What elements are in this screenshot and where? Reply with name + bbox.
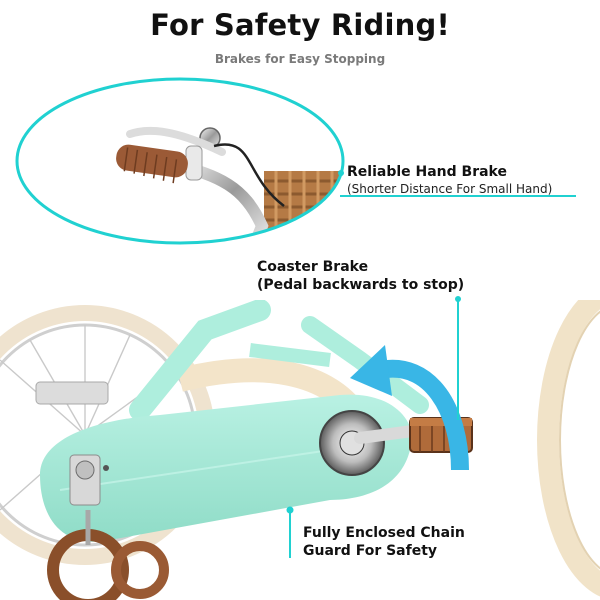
grip xyxy=(116,144,188,184)
wicker-basket xyxy=(264,171,343,243)
coaster-brake-line1: Coaster Brake xyxy=(257,259,369,275)
training-wheels xyxy=(47,510,169,600)
frame xyxy=(129,300,429,421)
hand-brake-leader xyxy=(340,195,576,197)
coaster-brake-marker xyxy=(455,296,461,302)
hand-brake-closeup xyxy=(15,77,345,245)
page-subtitle: Brakes for Easy Stopping xyxy=(214,52,386,66)
coaster-brake-line2: (Pedal backwards to stop) xyxy=(257,277,465,293)
hand-brake-note: (Shorter Distance For Small Hand) xyxy=(347,182,553,196)
lever-mount xyxy=(185,145,203,181)
hand-brake-callout: Reliable Hand Brake (Shorter Distance Fo… xyxy=(347,163,552,197)
front-wheel xyxy=(537,300,600,597)
reflector xyxy=(35,381,109,405)
chain-guard-callout: Fully Enclosed Chain Guard For Safety xyxy=(303,524,465,560)
rear-axle xyxy=(69,454,109,506)
coaster-brake-callout: Coaster Brake (Pedal backwards to stop) xyxy=(257,258,464,294)
chain-guard-line1: Fully Enclosed Chain xyxy=(303,525,465,541)
hand-brake-title: Reliable Hand Brake xyxy=(347,164,507,180)
chain-guard xyxy=(40,394,413,542)
chain-guard-line2: Guard For Safety xyxy=(303,543,438,559)
page-title: For Safety Riding! xyxy=(150,8,450,42)
hand-brake-marker xyxy=(338,170,344,176)
bike-closeup-scene xyxy=(0,300,600,600)
curved-arrow-icon xyxy=(350,345,469,471)
brake-lever xyxy=(126,126,226,156)
